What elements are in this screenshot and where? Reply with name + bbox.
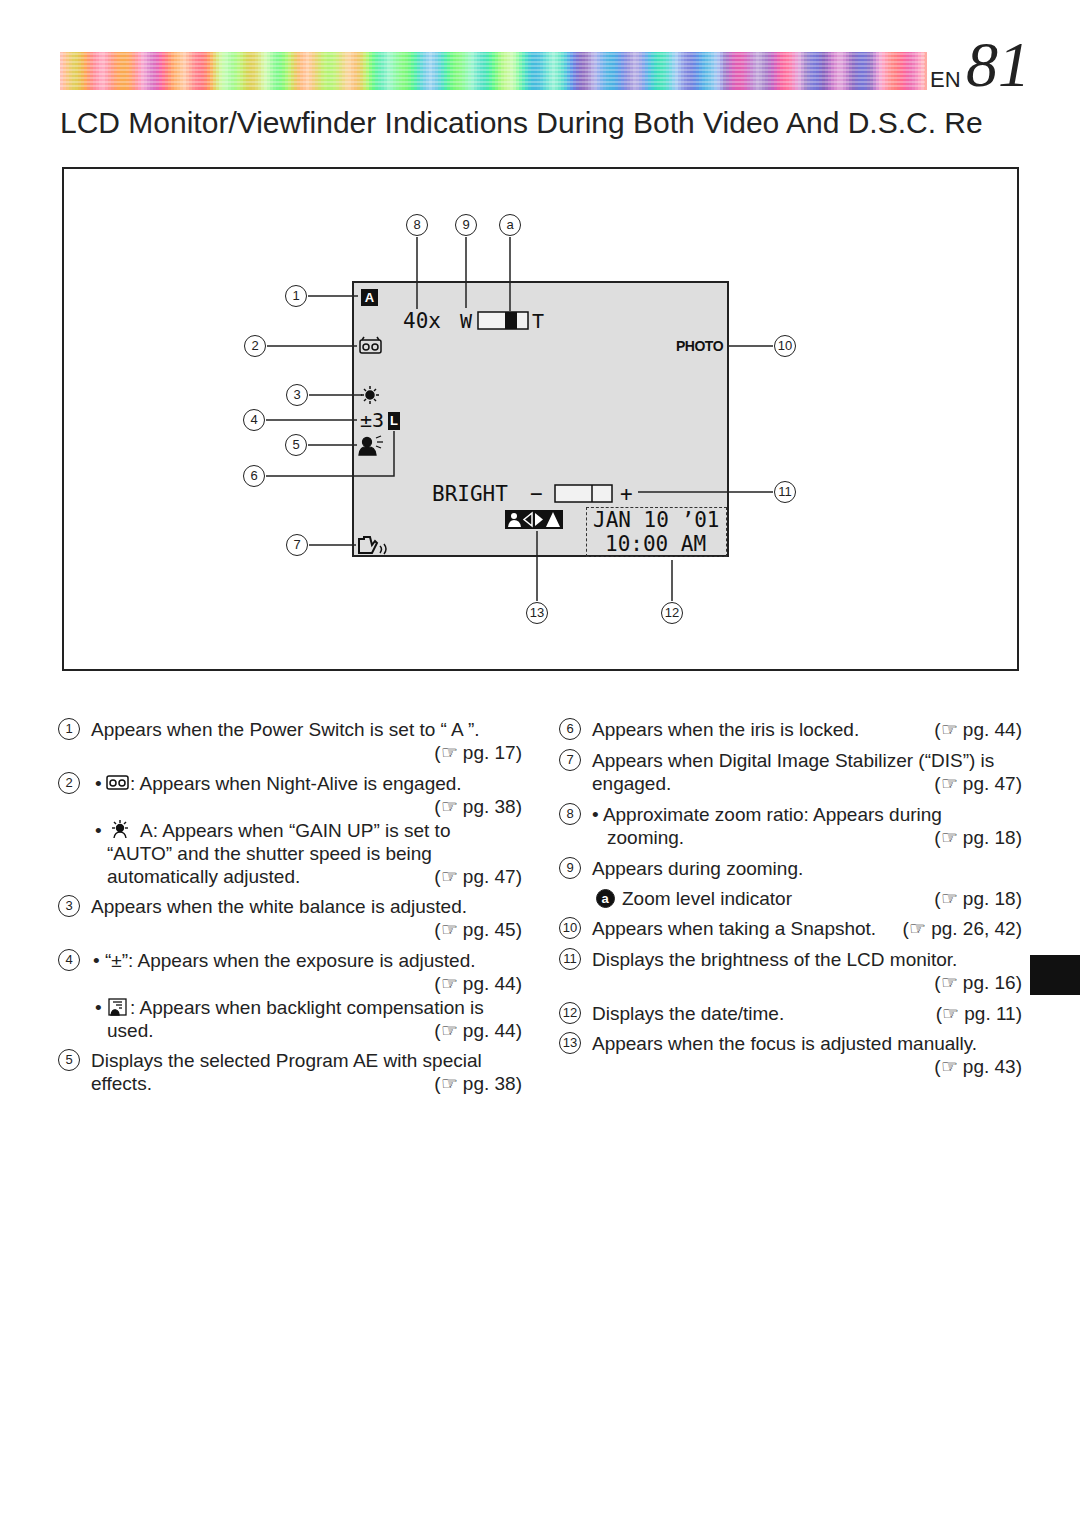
page-reference: (☞ pg. 43) [934,1055,1022,1078]
page-reference: (☞ pg. 44) [434,972,522,995]
description-text: Displays the date/time. [592,1002,892,1025]
white-balance-icon [361,386,379,404]
callout-number: 12 [661,602,683,624]
bullet: • [95,819,107,842]
program-ae-icon [359,436,383,455]
page-reference: (☞ pg. 17) [434,741,522,764]
page-reference: (☞ pg. 11) [936,1002,1022,1025]
callout-number: 11 [774,481,796,503]
screen-indication: 40x [403,309,441,333]
page-prefix: EN [930,66,961,94]
section-tab [1030,955,1080,995]
callout-number: 12 [559,1002,581,1024]
description-text: Appears when the focus is adjusted manua… [592,1032,1022,1055]
callout-number: 13 [526,602,548,624]
callout-number: 2 [58,772,80,794]
callout-number: 1 [58,718,80,740]
gain-up-icon [112,820,128,838]
page-reference: (☞ pg. 26, 42) [903,917,1022,940]
description-text: Displays the brightness of the LCD monit… [592,948,1022,971]
description-text: Appears when the iris is locked. [592,718,892,741]
lcd-screen: A 40x W T PHOTO ±3L BRIGHT− +JAN 10 ’0110:00 AM [352,281,729,557]
description-text: Appears during zooming. [592,857,992,880]
callout-number: 6 [559,718,581,740]
callout-number: 1 [285,285,307,307]
page-reference: (☞ pg. 45) [434,918,522,941]
description-text: Zoom level indicator [622,887,872,910]
figure-frame [63,168,1018,670]
header-stripes [60,52,927,90]
zoom-bar [478,312,528,329]
callout-number: 10 [774,335,796,357]
page-reference: (☞ pg. 44) [934,718,1022,741]
callout-number: 13 [559,1032,581,1054]
screen-indication: BRIGHT [432,482,508,506]
callout-number: a [596,889,615,908]
callout-number: 7 [286,534,308,556]
brightness-bar [555,485,612,502]
page-reference: (☞ pg. 18) [934,887,1022,910]
page-reference: (☞ pg. 38) [434,1072,522,1095]
callout-number: 8 [559,803,581,825]
callout-number: 10 [559,917,581,939]
callout-number: 7 [559,749,581,771]
leader-lines [266,237,773,601]
callout-number: 2 [244,335,266,357]
description-text: Appears when taking a Snapshot. [592,917,892,940]
screen-indication: T [532,309,544,333]
description-text: • “±”: Appears when the exposure is adju… [93,949,524,972]
screen-indication: W [460,309,472,333]
screen-indication: PHOTO [676,334,723,358]
page-reference: (☞ pg. 16) [934,971,1022,994]
screen-ground [352,281,729,557]
bullet: • [95,996,107,1019]
callout-number: 4 [58,949,80,971]
description-text: : Appears when Night-Alive is engaged. [130,772,510,795]
page-title: LCD Monitor/Viewfinder Indications Durin… [60,105,983,141]
screen-indication: L [388,412,400,430]
page-reference: (☞ pg. 44) [434,1019,522,1042]
page-reference: (☞ pg. 47) [434,865,522,888]
night-alive-icon [360,337,381,353]
page-reference: (☞ pg. 38) [434,795,522,818]
screen-indication: ±3 [360,408,384,432]
screen-indication: 10:00 AM [605,532,706,556]
screen-indication: + [620,482,633,506]
screen-indication: A [361,289,378,306]
page-reference: (☞ pg. 18) [934,826,1022,849]
description-text: Appears when the Power Switch is set to … [91,718,522,741]
callout-number: 3 [286,384,308,406]
page-reference: (☞ pg. 47) [934,772,1022,795]
description-text: Appears when the white balance is adjust… [91,895,522,918]
bullet: • [95,772,107,795]
dis-icon [359,537,386,554]
screen-indication: − [530,482,543,506]
screen-indication: JAN 10 ’01 [593,508,719,532]
callout-number: 9 [455,214,477,236]
callout-number: 6 [243,465,265,487]
callout-number: 8 [406,214,428,236]
page-number: 81 [966,30,1030,100]
description-text: • Approximate zoom ratio: Appears during… [592,803,977,849]
callout-number: 3 [58,895,80,917]
date-time-box: JAN 10 ’0110:00 AM [586,507,727,557]
callout-number: 9 [559,857,581,879]
callout-number: 5 [285,434,307,456]
callout-number: 11 [559,948,581,970]
callout-number: 5 [58,1049,80,1071]
manual-focus-icon [505,510,563,529]
night-alive-icon-small [107,776,128,789]
callout-number: a [499,214,521,236]
backlight-icon [109,999,126,1015]
callout-number: 4 [243,409,265,431]
